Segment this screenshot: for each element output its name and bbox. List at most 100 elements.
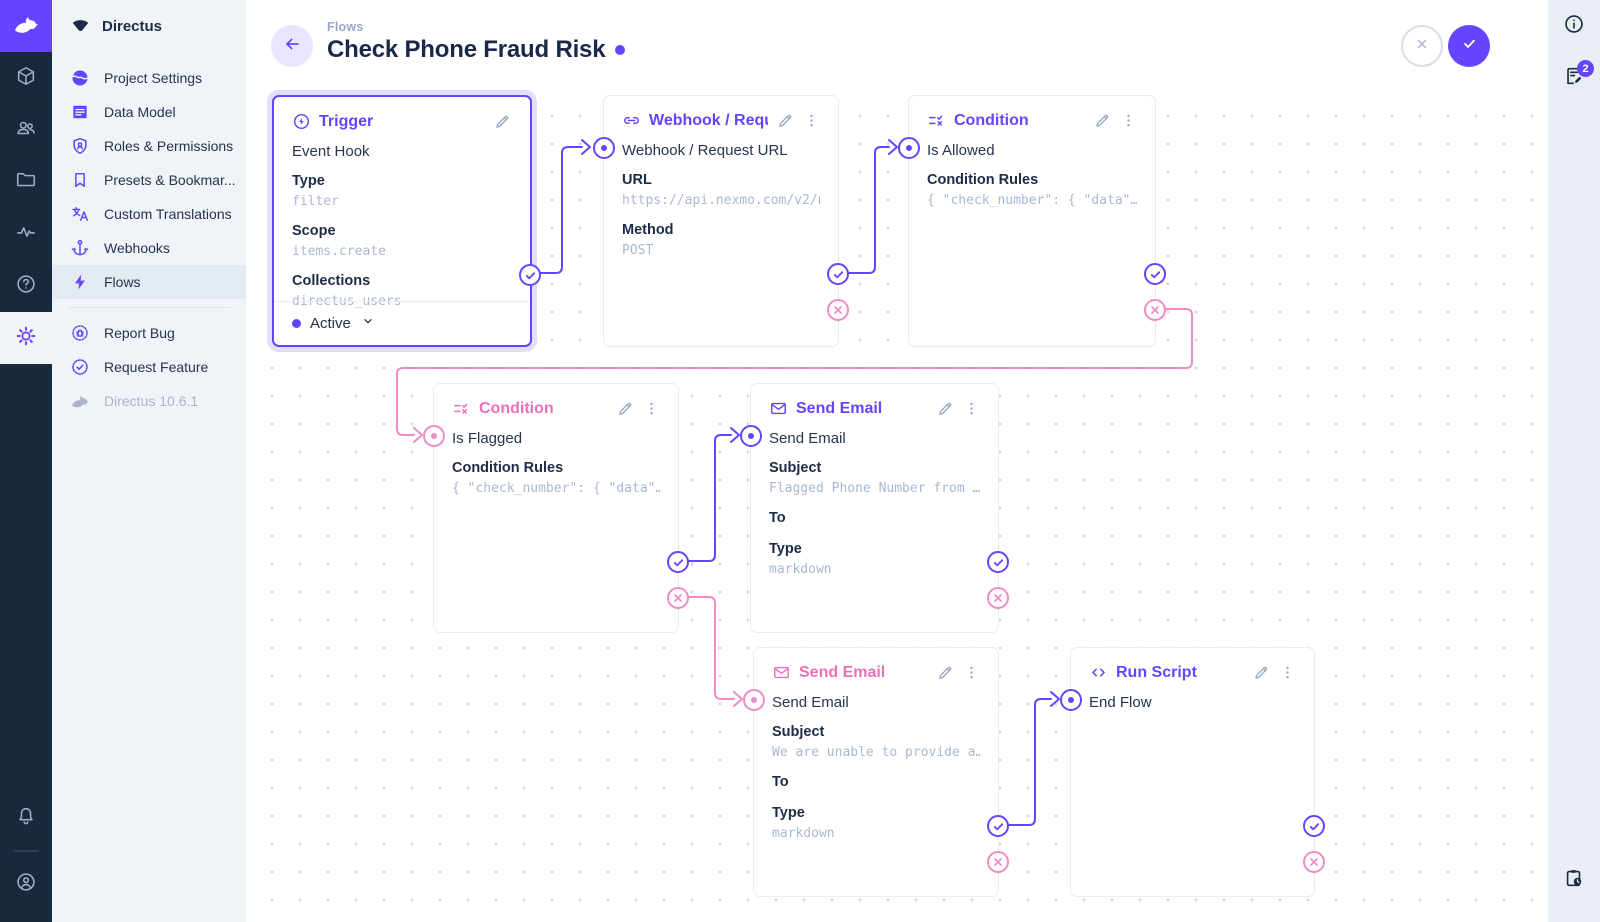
translate-icon xyxy=(69,204,91,224)
module-docs[interactable] xyxy=(0,260,52,312)
info-sidebar-button[interactable] xyxy=(1548,0,1600,52)
module-content[interactable] xyxy=(0,52,52,104)
user-avatar-button[interactable] xyxy=(0,858,52,910)
project-chooser[interactable]: Directus xyxy=(52,0,246,52)
sidebar-item-custom-translations[interactable]: Custom Translations xyxy=(52,197,246,231)
resolve-connector[interactable] xyxy=(1303,815,1325,837)
module-files[interactable] xyxy=(0,156,52,208)
globe-icon xyxy=(69,68,91,88)
edit-pencil-icon[interactable] xyxy=(776,111,795,130)
save-button[interactable] xyxy=(1448,25,1490,67)
sidebar-item-project-settings[interactable]: Project Settings xyxy=(52,61,246,95)
sidebar-item-data-model[interactable]: Data Model xyxy=(52,95,246,129)
sidebar-item-label: Request Feature xyxy=(104,359,209,375)
reject-connector[interactable] xyxy=(667,587,689,609)
module-insights[interactable] xyxy=(0,208,52,260)
resolve-connector[interactable] xyxy=(667,551,689,573)
clipboard-clock-icon xyxy=(1563,867,1585,894)
project-fan-icon xyxy=(69,16,91,37)
notes-sidebar-button[interactable]: 2 xyxy=(1548,52,1600,104)
connection-condition-reject-to-condition xyxy=(396,308,1193,443)
bookmark-icon xyxy=(69,170,91,190)
card-title: Send Email xyxy=(796,399,883,417)
right-sidebar: 2 xyxy=(1548,0,1600,922)
more-options-icon[interactable] xyxy=(963,664,980,681)
reject-connector[interactable] xyxy=(1144,299,1166,321)
reject-connector[interactable] xyxy=(987,587,1009,609)
table-icon xyxy=(69,102,91,122)
field-to: To xyxy=(769,510,786,527)
module-settings[interactable] xyxy=(0,312,52,364)
gear-icon xyxy=(15,325,37,352)
cancel-button[interactable] xyxy=(1401,25,1443,67)
more-options-icon[interactable] xyxy=(1279,664,1296,681)
check-icon xyxy=(1460,34,1479,58)
avatar-icon xyxy=(15,871,37,898)
flow-card-condition-allowed[interactable]: Condition Is Allowed Condition Rules { "… xyxy=(898,95,1166,347)
trigger-name: Event Hook xyxy=(292,143,370,160)
input-connector[interactable] xyxy=(743,689,765,711)
flow-card-run-script[interactable]: Run Script End Flow xyxy=(1060,647,1325,897)
flow-canvas[interactable]: Trigger Event Hook Type filter Scope ite… xyxy=(246,0,1548,922)
feature-badge-icon xyxy=(69,357,91,377)
directus-logo-button[interactable] xyxy=(0,0,52,52)
connection-webhook-to-condition xyxy=(838,139,898,274)
field-type: Type filter xyxy=(292,173,339,210)
trigger-status-toggle[interactable]: Active xyxy=(274,301,530,345)
card-title: Condition xyxy=(954,111,1029,129)
more-options-icon[interactable] xyxy=(1120,112,1137,129)
connection-condition-reject-to-email xyxy=(678,596,743,707)
resolve-connector[interactable] xyxy=(519,264,541,286)
sidebar-item-presets-bookmarks[interactable]: Presets & Bookmar... xyxy=(52,163,246,197)
reject-connector[interactable] xyxy=(987,851,1009,873)
notifications-button[interactable] xyxy=(0,792,52,844)
revisions-sidebar-button[interactable] xyxy=(1548,854,1600,906)
back-button[interactable] xyxy=(271,25,313,67)
breadcrumb[interactable]: Flows xyxy=(327,20,364,34)
edit-pencil-icon[interactable] xyxy=(936,399,955,418)
more-options-icon[interactable] xyxy=(963,400,980,417)
flow-card-webhook[interactable]: Webhook / Request URL Webhook / Request … xyxy=(593,95,849,347)
more-options-icon[interactable] xyxy=(643,400,660,417)
operation-name: Webhook / Request URL xyxy=(622,142,788,159)
flow-card-send-email-unable[interactable]: Send Email Send Email Subject We are una… xyxy=(743,647,1009,897)
sidebar-item-roles-permissions[interactable]: Roles & Permissions xyxy=(52,129,246,163)
resolve-connector[interactable] xyxy=(1144,263,1166,285)
input-connector[interactable] xyxy=(1060,689,1082,711)
bolt-icon xyxy=(69,272,91,292)
edit-pencil-icon[interactable] xyxy=(493,112,512,131)
card-title: Run Script xyxy=(1116,663,1197,681)
edit-pencil-icon[interactable] xyxy=(1093,111,1112,130)
field-condition-rules: Condition Rules { "check_number": { "dat… xyxy=(452,460,660,497)
rule-icon xyxy=(452,399,471,418)
input-connector[interactable] xyxy=(740,425,762,447)
sidebar-item-report-bug[interactable]: Report Bug xyxy=(52,316,246,350)
flow-card-trigger[interactable]: Trigger Event Hook Type filter Scope ite… xyxy=(272,95,541,347)
more-options-icon[interactable] xyxy=(803,112,820,129)
field-type: Type markdown xyxy=(769,541,832,578)
flow-card-condition-flagged[interactable]: Condition Is Flagged Condition Rules { "… xyxy=(423,383,689,633)
edit-pencil-icon[interactable] xyxy=(1252,663,1271,682)
sidebar-item-request-feature[interactable]: Request Feature xyxy=(52,350,246,384)
project-name: Directus xyxy=(102,17,163,35)
chevron-down-icon xyxy=(360,313,376,334)
nav-secondary-list: Report Bug Request Feature Directus 10.6… xyxy=(52,316,246,418)
help-icon xyxy=(15,273,37,300)
edit-pencil-icon[interactable] xyxy=(936,663,955,682)
reject-connector[interactable] xyxy=(1303,851,1325,873)
sidebar-item-flows[interactable]: Flows xyxy=(52,265,246,299)
module-users[interactable] xyxy=(0,104,52,156)
card-title: Condition xyxy=(479,399,554,417)
info-icon xyxy=(1563,13,1585,40)
edit-pencil-icon[interactable] xyxy=(616,399,635,418)
flow-card-send-email-flagged[interactable]: Send Email Send Email Subject Flagged Ph… xyxy=(740,383,1009,633)
input-connector[interactable] xyxy=(423,425,445,447)
input-connector[interactable] xyxy=(593,137,615,159)
reject-connector[interactable] xyxy=(827,299,849,321)
connection-email-resolve-to-script xyxy=(998,691,1060,826)
resolve-connector[interactable] xyxy=(827,263,849,285)
resolve-connector[interactable] xyxy=(987,551,1009,573)
resolve-connector[interactable] xyxy=(987,815,1009,837)
input-connector[interactable] xyxy=(898,137,920,159)
sidebar-item-webhooks[interactable]: Webhooks xyxy=(52,231,246,265)
